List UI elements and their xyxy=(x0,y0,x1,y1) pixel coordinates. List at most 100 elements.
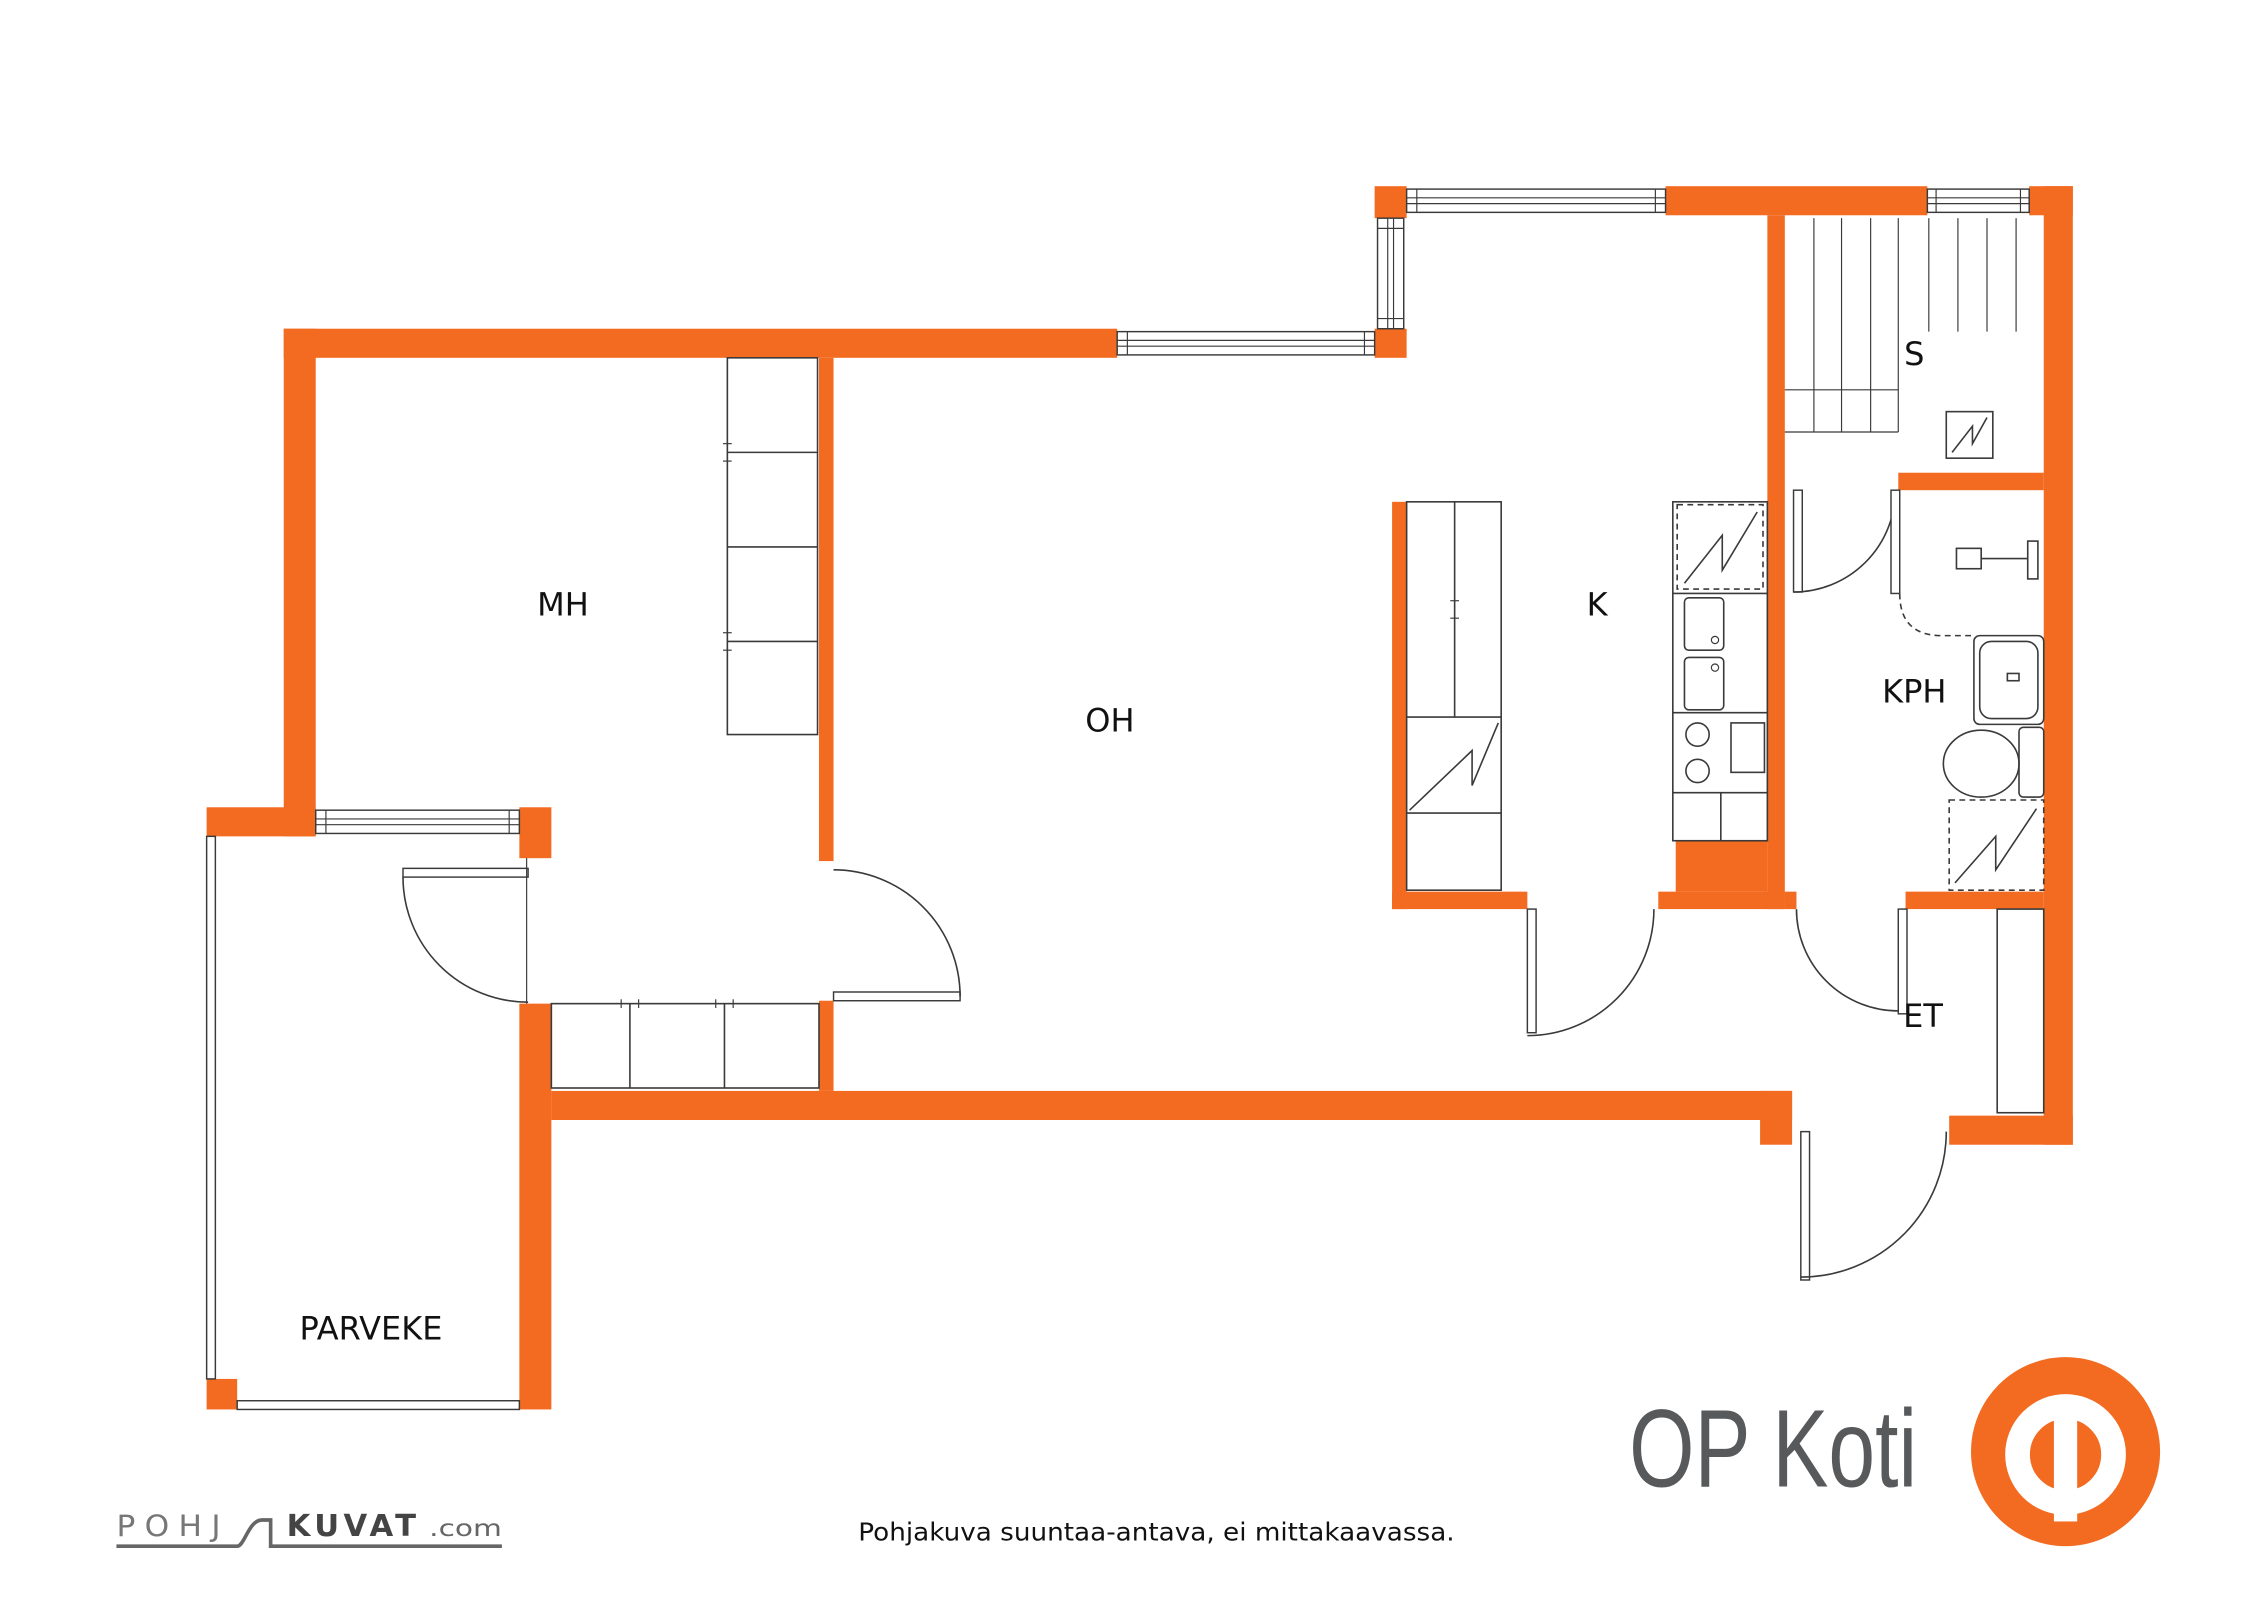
window xyxy=(1116,330,1376,356)
wall-segment xyxy=(283,328,1118,358)
room-label-parveke: PARVEKE xyxy=(300,1310,443,1348)
shower-screen xyxy=(1890,489,1901,595)
window xyxy=(314,809,521,835)
entrance-wardrobe xyxy=(1996,908,2045,1114)
credit-part1: POHJ xyxy=(116,1509,229,1543)
door-leaf xyxy=(832,991,961,1002)
window-frame xyxy=(1405,188,1667,214)
door-swing-arc xyxy=(402,877,529,1003)
credit-part3: .com xyxy=(429,1515,502,1542)
brand-name: OP Koti xyxy=(1629,1388,1917,1511)
window xyxy=(1926,188,2030,214)
wardrobe-outline xyxy=(550,1002,820,1089)
stove-burner xyxy=(1685,758,1710,784)
door-kph xyxy=(1792,489,1901,595)
op-logo-icon xyxy=(1971,1357,2161,1547)
wall-segment xyxy=(1665,186,1928,216)
washing-machine xyxy=(1948,799,2045,891)
wall-segment xyxy=(1898,472,2044,491)
door-leaf xyxy=(1800,1130,1811,1281)
kitchen-counter xyxy=(1672,501,1769,842)
wall-segment xyxy=(1767,215,1785,910)
wardrobe-vertical xyxy=(723,357,819,736)
wall-segment xyxy=(1374,186,1407,219)
door-balcony xyxy=(402,858,529,1004)
room-label-s: S xyxy=(1904,335,1924,373)
wall-segment xyxy=(2043,186,2073,1145)
window xyxy=(1405,188,1667,214)
sink-drain xyxy=(1710,635,1720,645)
wall-segment xyxy=(206,807,316,837)
room-label-k: K xyxy=(1587,585,1609,623)
wall-segment xyxy=(1392,891,1528,910)
disclaimer-caption: Pohjakuva suuntaa-antava, ei mittakaavas… xyxy=(858,1517,1454,1546)
wall-segment xyxy=(1949,1115,2073,1145)
sink-basin xyxy=(1683,597,1725,651)
door-leaf xyxy=(1897,908,1908,1015)
credit-ramp-shape xyxy=(116,1518,502,1548)
wall-segment xyxy=(551,1090,1793,1120)
washbasin xyxy=(1973,634,2045,726)
door-swing-arc xyxy=(1795,909,1899,1012)
window-frame xyxy=(1116,330,1376,356)
window-frame xyxy=(314,809,521,835)
op-logo-stem xyxy=(2053,1396,2078,1522)
wall-segment xyxy=(1784,891,1797,910)
door-swing-arc xyxy=(1527,909,1655,1037)
wall-segment xyxy=(206,1378,238,1410)
dishwasher-icon xyxy=(1683,511,1758,584)
oven xyxy=(1730,722,1766,774)
sauna-stove-icon xyxy=(1951,417,1988,453)
stove-outline xyxy=(1945,410,1994,459)
kitchen-cabinets-left xyxy=(1405,501,1502,891)
credit-part2: KUVAT xyxy=(287,1509,421,1544)
railing-left xyxy=(205,835,217,1380)
wall-segment xyxy=(1905,891,2044,910)
wall-segment xyxy=(1760,1090,1793,1145)
sink-basin xyxy=(1683,656,1725,711)
window-frame xyxy=(1926,188,2030,214)
door-leaf xyxy=(1792,489,1803,593)
wall-segment xyxy=(1658,891,1785,910)
wall-segment xyxy=(1374,328,1407,358)
balcony-railing xyxy=(205,835,521,1411)
wall-segment xyxy=(283,328,316,837)
sink-drain xyxy=(1710,663,1720,672)
toilet-tank xyxy=(2018,726,2045,798)
room-label-kph: KPH xyxy=(1882,673,1946,711)
window xyxy=(1376,217,1405,330)
wall-segment xyxy=(519,1003,552,1410)
door-mh-oh xyxy=(832,869,961,1002)
shower-mixer xyxy=(2026,540,2039,580)
door-entrance xyxy=(1800,1130,1948,1281)
door-swing-arc xyxy=(833,869,961,997)
window-frame xyxy=(1376,217,1405,330)
door-swing-arc xyxy=(1800,1131,1948,1278)
wall-segment xyxy=(519,807,552,859)
room-label-mh: MH xyxy=(537,585,589,623)
fridge-icon xyxy=(1408,722,1500,811)
door-kitchen xyxy=(1526,908,1655,1037)
wall-segment xyxy=(1392,501,1407,910)
wall-segment xyxy=(819,357,834,862)
wall-segment xyxy=(1675,840,1768,892)
door-leaf xyxy=(402,867,529,878)
walls xyxy=(206,186,2073,1410)
washing-machine-icon xyxy=(1954,808,2038,884)
railing-bottom xyxy=(236,1400,521,1411)
toilet xyxy=(1942,726,2045,798)
wall-segment xyxy=(819,1000,834,1091)
door-et xyxy=(1795,908,1908,1015)
washbasin-bowl xyxy=(1978,640,2039,720)
wardrobe-horizontal xyxy=(550,999,820,1089)
room-label-et: ET xyxy=(1903,997,1943,1035)
sauna-bench xyxy=(1784,218,2017,433)
washbasin-tap xyxy=(2006,672,2020,682)
door-leaf xyxy=(1526,908,1537,1034)
stove-burner xyxy=(1685,722,1710,747)
shower xyxy=(1898,540,2039,637)
sauna-stove xyxy=(1945,410,1994,459)
pohjakuvat-logo: POHJ KUVAT .com xyxy=(116,1509,502,1548)
